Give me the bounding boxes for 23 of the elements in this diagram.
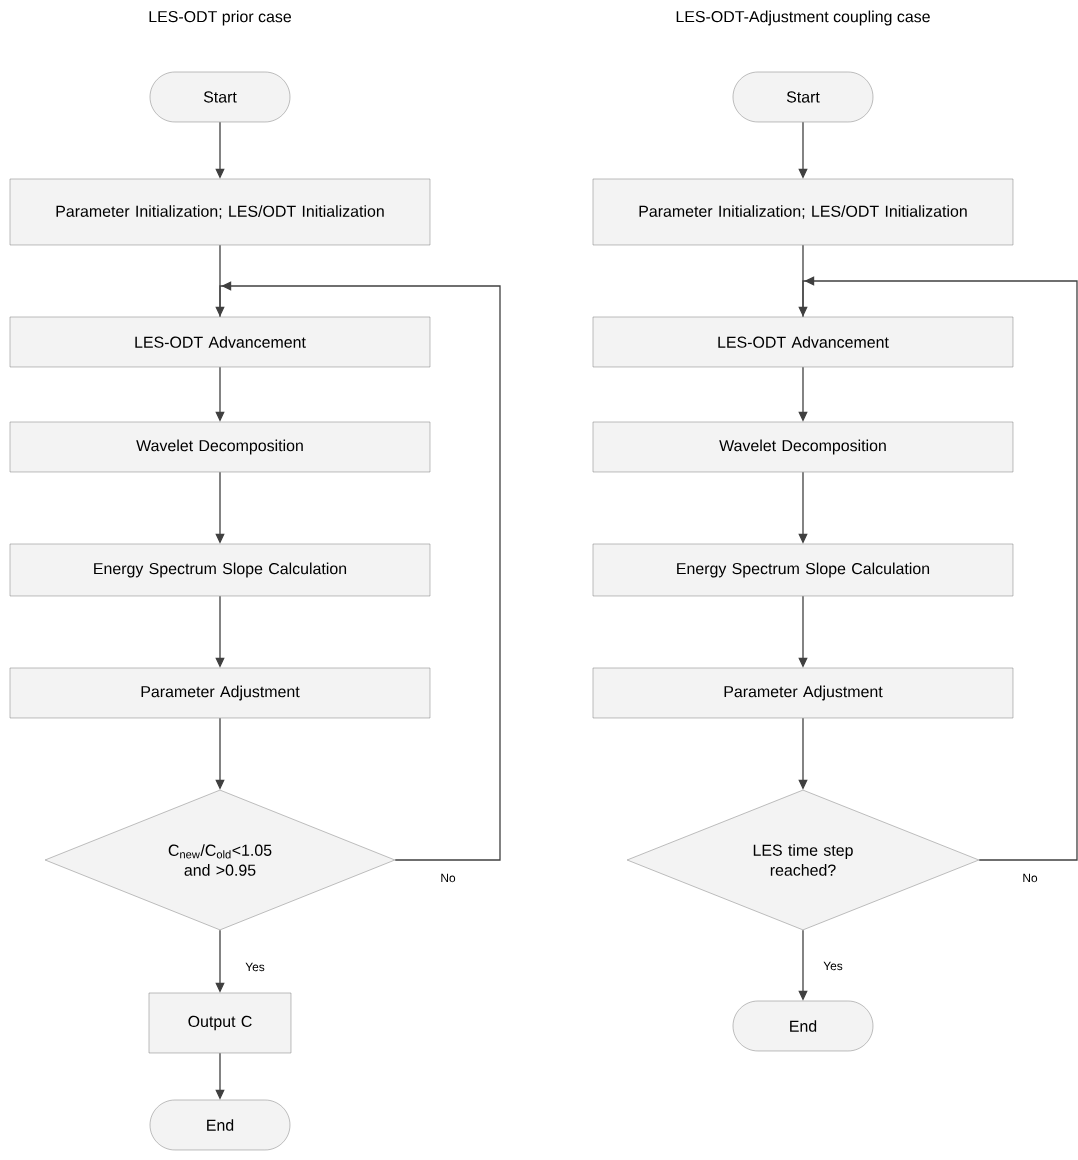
terminal-box: End xyxy=(732,1000,874,1052)
arrow xyxy=(219,281,501,861)
process-box: Energy Spectrum Slope Calculation xyxy=(592,543,1014,597)
process-box: Parameter Initialization; LES/ODT Initialization xyxy=(592,178,1014,246)
terminal-box: Start xyxy=(149,71,291,123)
terminal-box: End xyxy=(149,1099,291,1151)
process-box: LES-ODT Advancement xyxy=(592,316,1014,368)
edge-label: Yes xyxy=(245,962,265,972)
edge-label: Yes xyxy=(823,961,843,971)
flowchart-title: LES-ODT prior case xyxy=(149,10,291,26)
process-box: Energy Spectrum Slope Calculation xyxy=(9,543,431,597)
process-box: Wavelet Decomposition xyxy=(592,421,1014,473)
flowchart-title: LES-ODT-Adjustment coupling case xyxy=(676,10,930,26)
edge-label: No xyxy=(1023,873,1038,883)
process-box: Wavelet Decomposition xyxy=(9,421,431,473)
terminal-box: Start xyxy=(732,71,874,123)
process-box: Parameter Adjustment xyxy=(9,667,431,719)
edge-label: No xyxy=(441,873,456,883)
arrow xyxy=(802,276,1078,861)
process-box: LES-ODT Advancement xyxy=(9,316,431,368)
process-box: Output C xyxy=(148,992,292,1054)
process-box: Parameter Initialization; LES/ODT Initialization xyxy=(9,178,431,246)
process-box: Parameter Adjustment xyxy=(592,667,1014,719)
